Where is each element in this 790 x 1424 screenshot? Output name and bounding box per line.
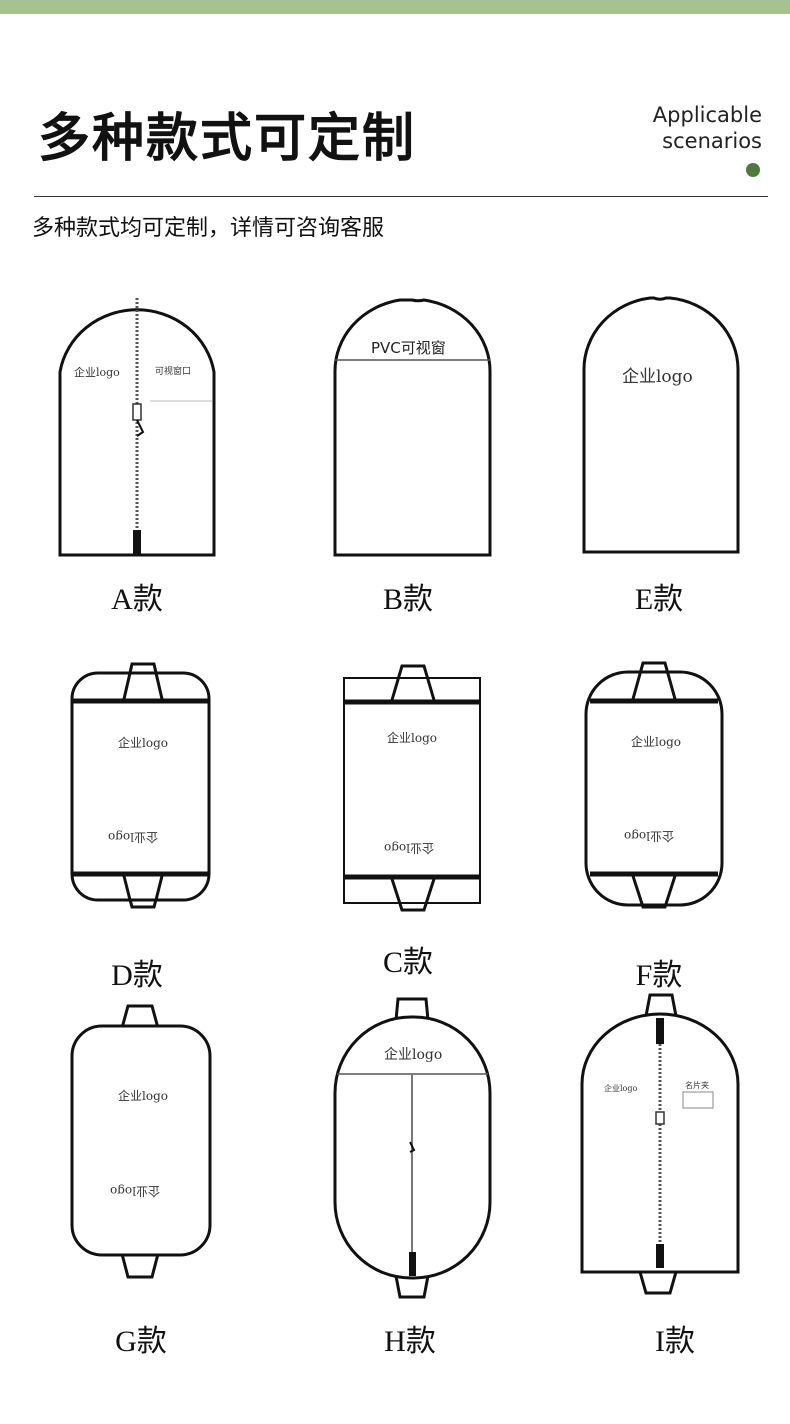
style-a-logo: 企业logo [74,366,120,379]
english-line-2: scenarios [662,129,762,153]
style-a-label: A款 [111,583,163,616]
style-e-logo: 企业logo [622,367,693,387]
top-accent-bar [0,0,790,14]
style-h-logo: 企业logo [384,1047,443,1063]
accent-dot [746,163,760,177]
style-e-label: E款 [634,583,684,616]
style-f-label: F款 [635,959,683,992]
style-h-label: H款 [384,1325,436,1358]
style-c-label: C款 [382,946,433,979]
style-g-label: G款 [115,1325,167,1358]
style-c-logo: 企业logo [387,731,437,745]
style-b-label: B款 [382,583,433,616]
page-subtitle: 多种款式均可定制，详情可咨询客服 [32,216,385,241]
style-i-card-holder: 名片夹 [685,1081,709,1090]
divider-line [34,196,768,197]
english-line-1: Applicable [652,103,762,127]
style-g-logo: 企业logo [118,1089,168,1103]
english-caption: Applicable scenarios [653,102,762,154]
style-f-logo: 企业logo [631,735,681,749]
style-i-label: I款 [655,1325,695,1358]
style-i-logo: 企业logo [604,1084,638,1093]
style-b-window: PVC可视窗 [371,339,446,357]
style-a-window: 可视窗口 [155,367,192,377]
style-d-label: D款 [111,959,163,992]
style-d-logo: 企业logo [118,736,168,750]
page-title: 多种款式可定制 [38,109,417,169]
